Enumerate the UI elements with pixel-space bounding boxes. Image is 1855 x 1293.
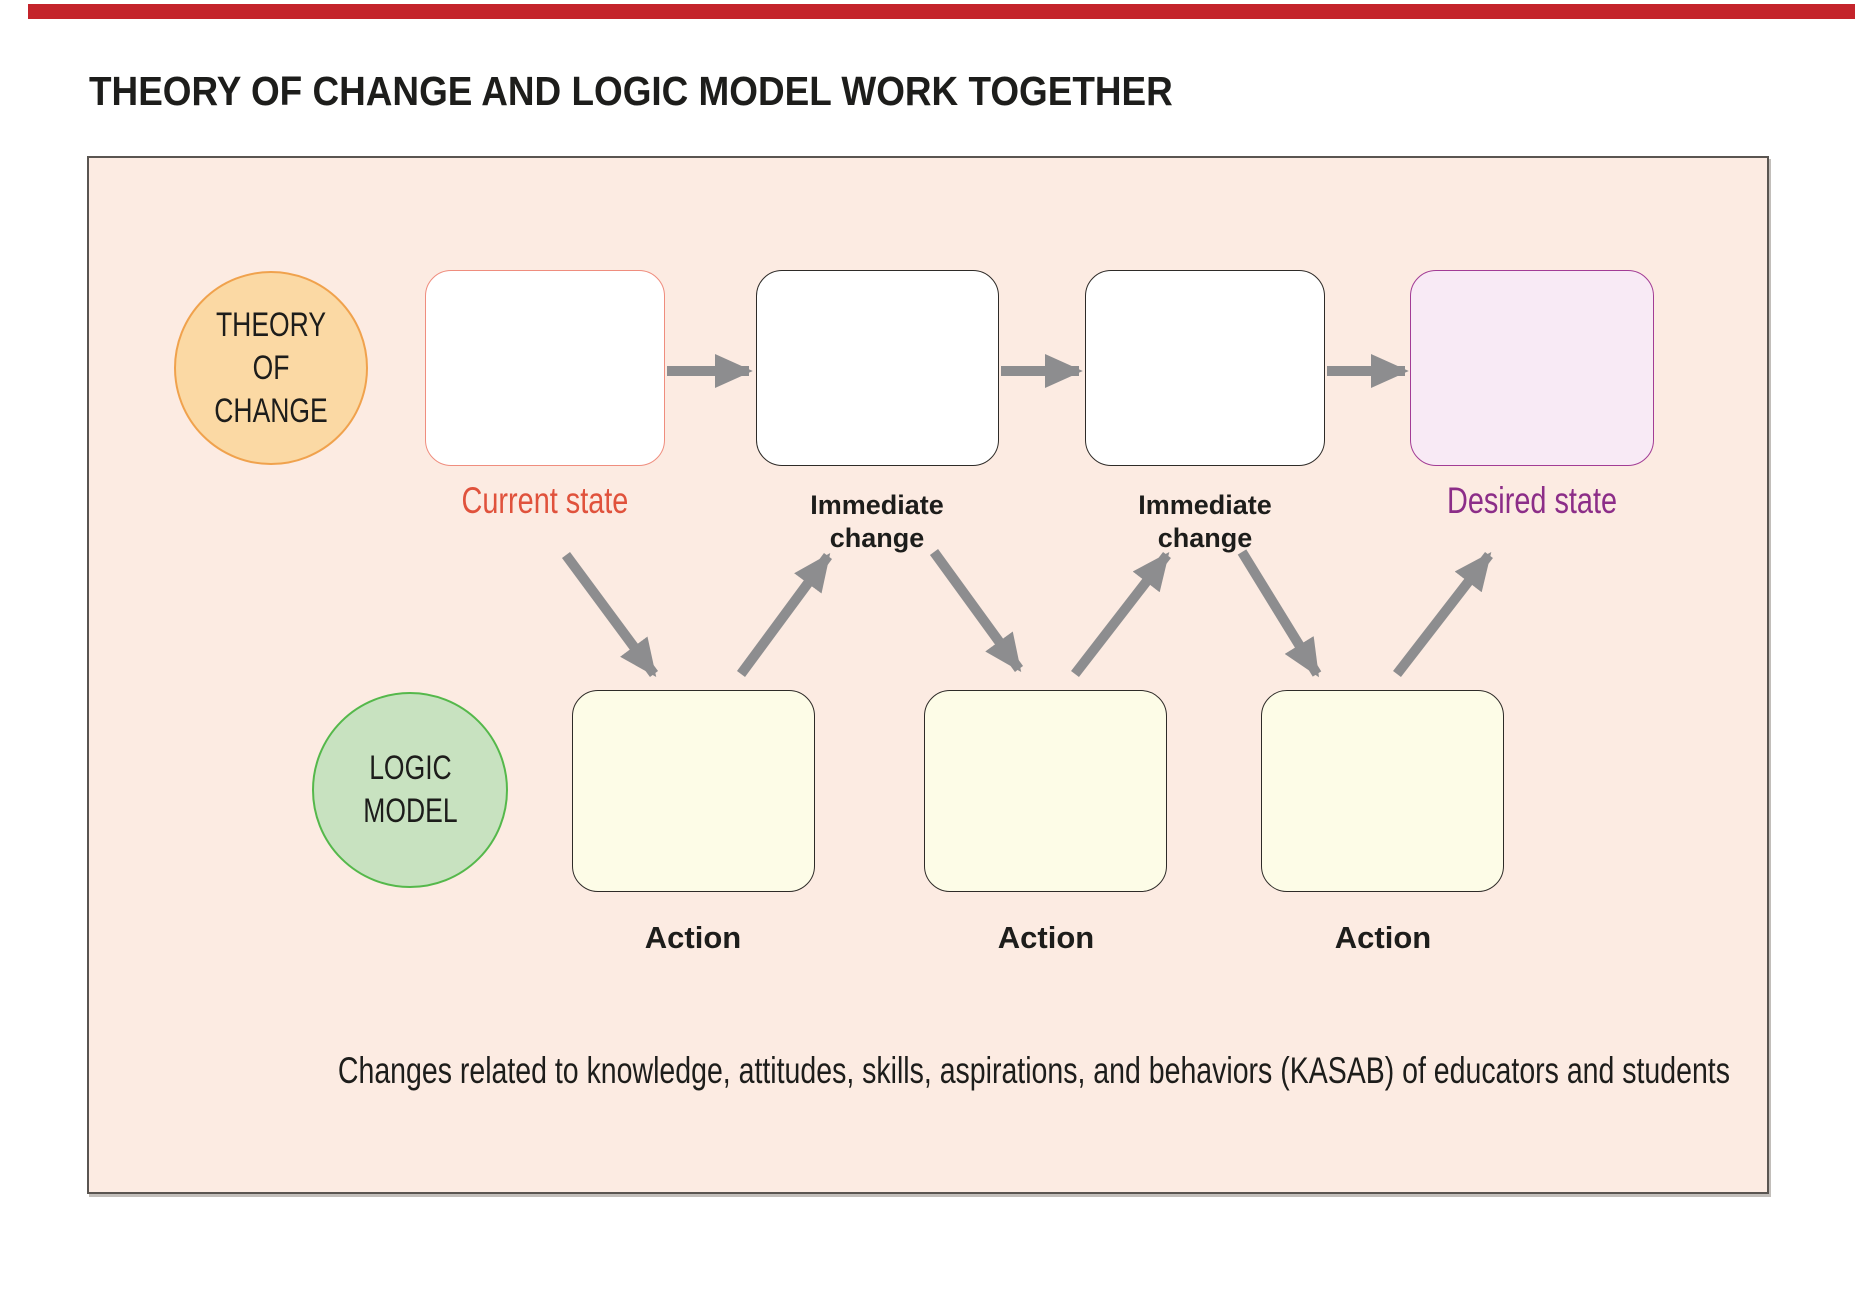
kasab-note: Changes related to knowledge, attitudes,… (337, 1050, 1730, 1091)
arrow-down-icon (1237, 549, 1322, 678)
theory-of-change-circle: THEORY OF CHANGE (174, 271, 368, 465)
state-box-current (425, 270, 665, 466)
arrow-up-icon (1071, 551, 1171, 678)
action-box-3 (1261, 690, 1504, 892)
top-accent-bar (28, 4, 1855, 19)
label-current-state: Current state (461, 480, 629, 521)
arrow-down-icon (561, 552, 659, 678)
state-box-desired (1410, 270, 1654, 466)
page-title-text: THEORY OF CHANGE AND LOGIC MODEL WORK TO… (89, 68, 1173, 114)
arrow-down-icon (929, 549, 1024, 673)
label-immediate-change-1: Immediate change (810, 490, 944, 553)
action-label-1: Action (644, 920, 742, 955)
label-desired-state: Desired state (1446, 480, 1618, 521)
state-box-immediate-2 (1085, 270, 1325, 466)
theory-of-change-label: THEORY OF CHANGE (214, 305, 328, 430)
state-box-immediate-1 (756, 270, 999, 466)
arrow-up-icon (736, 552, 833, 677)
action-label-3: Action (1334, 920, 1432, 955)
page-title: THEORY OF CHANGE AND LOGIC MODEL WORK TO… (89, 68, 1293, 115)
label-immediate-change-2: Immediate change (1138, 490, 1272, 553)
action-box-2 (924, 690, 1167, 892)
logic-model-label: LOGIC MODEL (362, 749, 458, 830)
logic-model-circle: LOGIC MODEL (312, 692, 508, 888)
action-box-1 (572, 690, 815, 892)
diagram-panel: THEORY OF CHANGE Current state Immediate… (87, 156, 1769, 1194)
action-label-2: Action (997, 920, 1095, 955)
arrow-up-icon (1393, 551, 1493, 678)
